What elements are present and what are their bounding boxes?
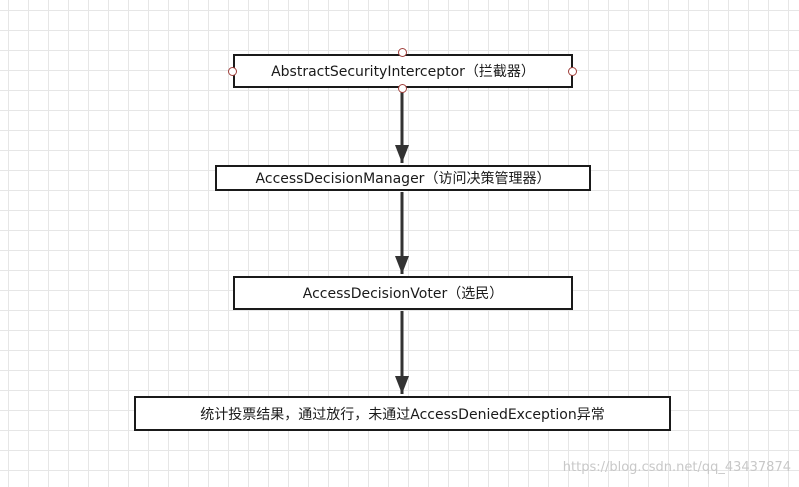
node-access-decision-manager-label: AccessDecisionManager（访问决策管理器） (255, 171, 551, 187)
node-vote-result[interactable]: 统计投票结果，通过放行，未通过AccessDeniedException异常 (134, 396, 671, 431)
node-access-decision-voter[interactable]: AccessDecisionVoter（选民） (233, 276, 573, 310)
connection-handle-right[interactable] (568, 67, 577, 76)
node-access-decision-voter-label: AccessDecisionVoter（选民） (302, 286, 504, 302)
connection-handle-left[interactable] (228, 67, 237, 76)
arrowhead-3 (395, 376, 409, 394)
node-abstract-security-interceptor-label: AbstractSecurityInterceptor（拦截器） (271, 64, 535, 80)
connection-handle-top[interactable] (398, 48, 407, 57)
node-vote-result-label: 统计投票结果，通过放行，未通过AccessDeniedException异常 (200, 406, 605, 423)
node-access-decision-manager[interactable]: AccessDecisionManager（访问决策管理器） (215, 165, 591, 191)
arrowhead-2 (395, 256, 409, 274)
arrowhead-1 (395, 145, 409, 163)
connection-handle-bottom[interactable] (398, 84, 407, 93)
watermark: https://blog.csdn.net/qq_43437874 (562, 460, 791, 475)
node-abstract-security-interceptor[interactable]: AbstractSecurityInterceptor（拦截器） (233, 54, 573, 88)
